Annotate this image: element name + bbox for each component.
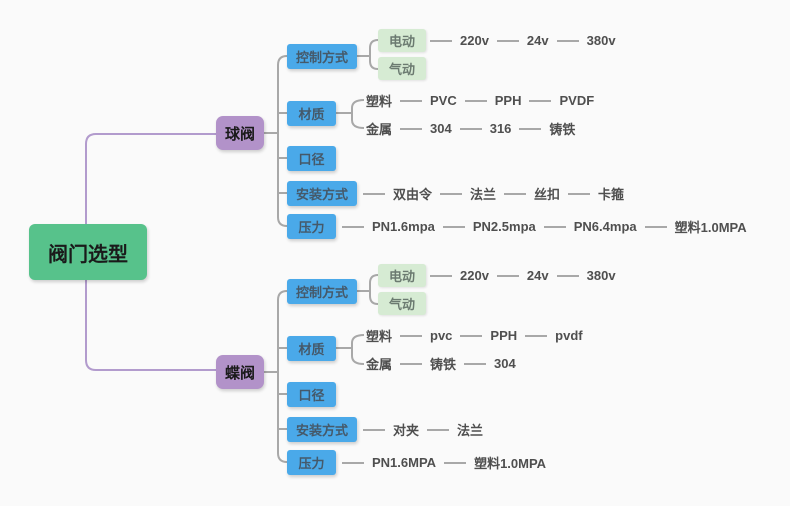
mindmap-leaf[interactable]: 法兰 (457, 423, 484, 438)
ball-plastic-chain: 塑料 PVC PPH PVDF (366, 90, 594, 111)
mindmap-leaf[interactable]: 铸铁 (549, 122, 576, 137)
mindmap-leaf[interactable]: 316 (489, 121, 512, 136)
fly-pressure-chain: PN1.6MPA 塑料1.0MPA (342, 452, 546, 473)
mindmap-leaf[interactable]: 220v (460, 268, 489, 283)
fly-category-diameter[interactable]: 口径 (287, 382, 336, 407)
connector-dash (644, 225, 667, 228)
mindmap-leaf[interactable]: 380v (586, 268, 616, 283)
fly-category-install[interactable]: 安装方式 (287, 417, 357, 442)
connector-dash (363, 428, 385, 431)
connector-dash (459, 127, 482, 130)
connector-dash (427, 428, 450, 431)
mindmap-leaf[interactable]: PN2.5mpa (472, 219, 536, 234)
fly-leaf-pneumatic[interactable]: 气动 (378, 292, 426, 315)
connector-dash (442, 225, 465, 228)
ball-category-install[interactable]: 安装方式 (287, 181, 357, 206)
ball-install-chain: 双由令 法兰 丝扣 卡箍 (363, 183, 624, 204)
mindmap-leaf[interactable]: PVC (430, 93, 457, 108)
connector-dash (430, 39, 452, 42)
connector-dash (496, 274, 519, 277)
connector-dash (440, 192, 463, 195)
mindmap-leaf[interactable]: PN1.6mpa (372, 219, 435, 234)
mindmap-leaf[interactable]: 丝扣 (534, 187, 561, 202)
connector-dash (556, 39, 579, 42)
connector-dash (342, 461, 364, 464)
mindmap-leaf[interactable]: 304 (430, 121, 452, 136)
mindmap-leaf[interactable]: 304 (494, 356, 516, 371)
ball-leaf-pneumatic[interactable]: 气动 (378, 57, 426, 80)
mindmap-leaf[interactable]: PN6.4mpa (573, 219, 637, 234)
ball-voltage-chain: 220v 24v 380v (430, 30, 616, 51)
connector-dash (519, 127, 542, 130)
ball-category-pressure[interactable]: 压力 (287, 214, 336, 239)
connector-dash (430, 274, 452, 277)
mindmap-leaf[interactable]: PPH (494, 93, 522, 108)
mindmap-leaf[interactable]: pvdf (555, 328, 583, 343)
connector-dash (543, 225, 566, 228)
connector-dash (400, 334, 423, 337)
fly-plastic-chain: 塑料 pvc PPH pvdf (366, 325, 583, 346)
connector-dash (504, 192, 527, 195)
branch-node-butterfly-valve[interactable]: 蝶阀 (216, 355, 264, 389)
branch-node-ball-valve[interactable]: 球阀 (216, 116, 264, 150)
mindmap-leaf[interactable]: 铸铁 (430, 357, 457, 372)
fly-category-pressure[interactable]: 压力 (287, 450, 336, 475)
fly-metal-chain: 金属 铸铁 304 (366, 353, 516, 374)
fly-spine (277, 290, 288, 463)
ball-category-material[interactable]: 材质 (287, 101, 336, 126)
mindmap-leaf[interactable]: 法兰 (470, 187, 497, 202)
connector-dash (444, 461, 467, 464)
fly-material-fork (351, 334, 365, 365)
mindmap-leaf[interactable]: 220v (460, 33, 489, 48)
ball-pressure-chain: PN1.6mpa PN2.5mpa PN6.4mpa 塑料1.0MPA (342, 216, 747, 237)
connector-dash (342, 225, 364, 228)
mindmap-leaf[interactable]: 塑料 (366, 329, 393, 344)
connector-dash (363, 192, 385, 195)
connector-dash (464, 362, 487, 365)
connector-dash (529, 99, 552, 102)
mindmap-leaf[interactable]: PN1.6MPA (372, 455, 437, 470)
mindmap-leaf[interactable]: 塑料 (366, 94, 393, 109)
ball-spine (277, 55, 288, 227)
ball-category-diameter[interactable]: 口径 (287, 146, 336, 171)
root-node-valve-selection[interactable]: 阀门选型 (29, 224, 147, 280)
mindmap-leaf[interactable]: 金属 (366, 357, 393, 372)
fly-install-chain: 对夹 法兰 (363, 419, 483, 440)
fly-voltage-chain: 220v 24v 380v (430, 265, 616, 286)
connector-dash (525, 334, 548, 337)
connector-dash (568, 192, 591, 195)
fly-control-fork (369, 274, 379, 305)
mindmap-leaf[interactable]: 24v (526, 33, 549, 48)
connector-dash (400, 127, 423, 130)
connector-dash (464, 99, 487, 102)
ball-category-control[interactable]: 控制方式 (287, 44, 357, 69)
connector-dash (400, 99, 423, 102)
fly-leaf-electric[interactable]: 电动 (378, 264, 426, 287)
ball-control-fork (369, 39, 379, 70)
mindmap-leaf[interactable]: 塑料1.0MPA (474, 456, 547, 471)
mindmap-leaf[interactable]: 380v (586, 33, 616, 48)
connector-dash (400, 362, 423, 365)
mindmap-leaf[interactable]: 金属 (366, 122, 393, 137)
mindmap-leaf[interactable]: 24v (526, 268, 549, 283)
fly-category-control[interactable]: 控制方式 (287, 279, 357, 304)
mindmap-leaf[interactable]: PPH (490, 328, 518, 343)
mindmap-leaf[interactable]: 卡箍 (598, 187, 625, 202)
mindmap-leaf[interactable]: 对夹 (393, 423, 420, 438)
mindmap-leaf[interactable]: pvc (430, 328, 453, 343)
ball-metal-chain: 金属 304 316 铸铁 (366, 118, 575, 139)
ball-material-fork (351, 99, 365, 129)
ball-leaf-electric[interactable]: 电动 (378, 29, 426, 52)
connector-dash (496, 39, 519, 42)
mindmap-leaf[interactable]: 双由令 (393, 187, 433, 202)
mindmap-leaf[interactable]: PVDF (559, 93, 595, 108)
connector-dash (556, 274, 579, 277)
mindmap-leaf[interactable]: 塑料1.0MPA (674, 220, 747, 235)
connector-dash (460, 334, 483, 337)
fly-category-material[interactable]: 材质 (287, 336, 336, 361)
